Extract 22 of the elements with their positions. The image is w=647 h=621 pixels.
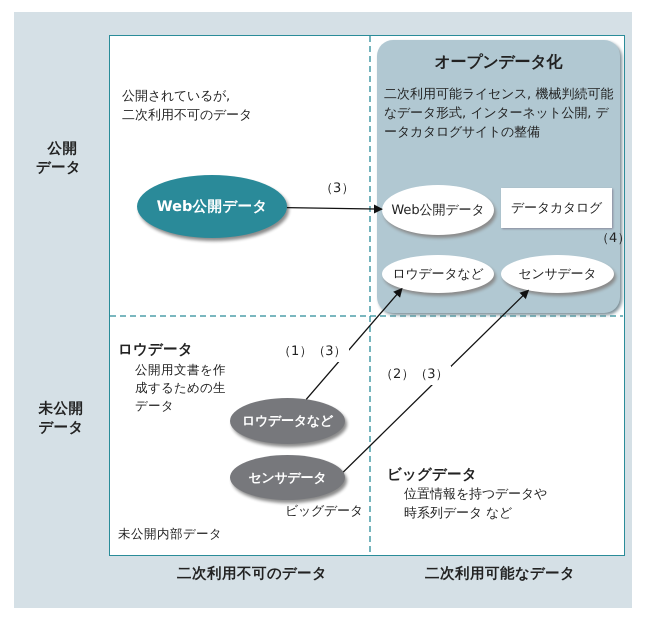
annotation-text: 未公開内部データ bbox=[118, 525, 223, 543]
description-text: 位置情報を持つデータや時系列データ など bbox=[404, 486, 548, 523]
oval-node: ロウデータなど bbox=[382, 255, 494, 293]
oval-node: Web公開データ bbox=[382, 185, 494, 235]
annotation-text: 公開されているが, 二次利用不可のデータ bbox=[122, 88, 253, 125]
description-text: 公開用文書を作成するための生データ bbox=[135, 361, 227, 416]
section-heading: ビッグデータ bbox=[387, 466, 478, 485]
row-heading: 未公開データ bbox=[37, 400, 84, 438]
node-caption: ビッグデータ bbox=[285, 503, 363, 521]
catalog-box: データカタログ bbox=[501, 188, 612, 228]
step-number: （4） bbox=[596, 230, 632, 248]
arrow bbox=[306, 288, 403, 400]
section-heading: ロウデータ bbox=[118, 341, 194, 360]
panel-title: オープンデータ化 bbox=[434, 52, 564, 73]
column-heading: 二次利用不可のデータ bbox=[176, 565, 328, 584]
arrow bbox=[342, 290, 530, 472]
arrow bbox=[286, 204, 383, 214]
open-data-panel bbox=[377, 40, 620, 313]
row-heading: 公開データ bbox=[36, 140, 82, 178]
panel-description: 二次利用可能ライセンス, 機械判続可能なデータ形式, インターネット公開, データカタログサイトの整備 bbox=[384, 86, 614, 142]
column-heading: 二次利用可能なデータ bbox=[424, 565, 576, 584]
oval-node: センサデータ bbox=[501, 255, 614, 293]
